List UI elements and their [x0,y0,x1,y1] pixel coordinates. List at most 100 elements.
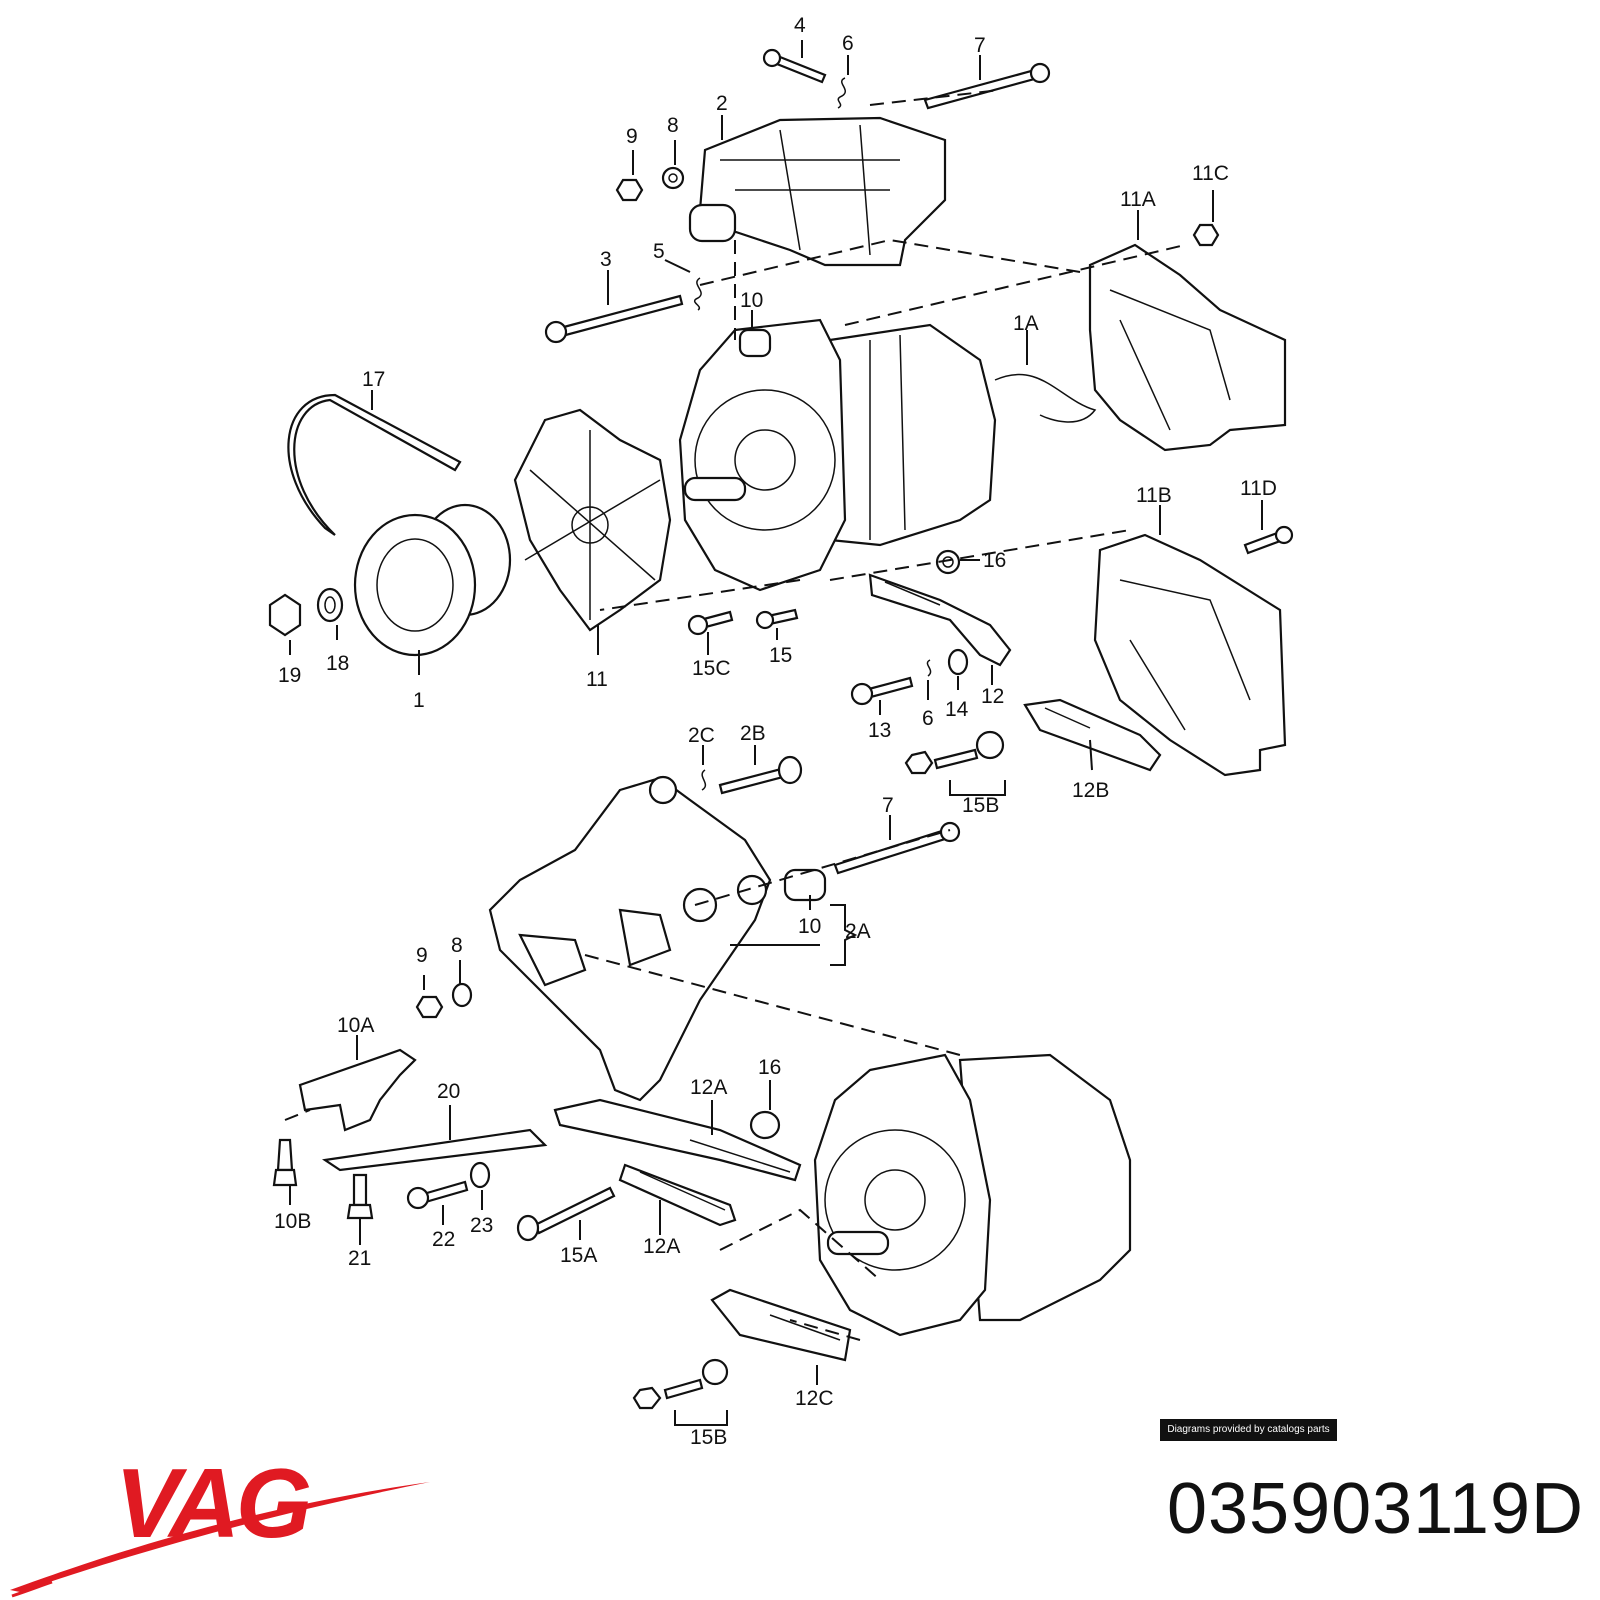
nut-16-lower [749,1110,781,1140]
label-2A: 2A [845,920,871,943]
part-number: 035903119D [1166,1469,1584,1549]
pulley-1 [353,503,512,657]
strap-20 [322,1128,548,1172]
label-19: 19 [278,664,301,687]
label-1: 1 [413,689,425,712]
label-22: 22 [432,1228,455,1251]
bolt-22 [406,1180,469,1210]
part-labels: 4 6 7 2 8 9 11C 11A 3 5 10 1A 17 11D 11B… [274,14,1277,1449]
bolt-13 [850,676,914,706]
label-9: 9 [626,125,638,148]
clip-5 [693,277,702,311]
assembly-lines [284,89,1186,1341]
label-20: 20 [437,1080,460,1103]
label-18: 18 [326,652,349,675]
label-2C: 2C [688,724,715,747]
heat-shield-11B [1093,533,1287,777]
nut-9-lower [415,995,444,1019]
label-11B: 11B [1136,484,1172,507]
washer-8-lower [451,982,473,1008]
bolt-15C [687,610,734,636]
label-3: 3 [600,248,612,271]
adjuster-15B-lower [632,1358,729,1410]
bracket-10A [298,1048,417,1132]
label-9-lower: 9 [416,944,428,967]
label-1A: 1A [1013,312,1039,335]
label-4: 4 [794,14,806,37]
label-10B: 10B [274,1210,311,1233]
label-8: 8 [667,114,679,137]
adjuster-15B-top [904,730,1005,775]
spacer-10-lower [783,868,827,902]
clip-2C [701,769,707,791]
label-15A: 15A [560,1244,597,1267]
label-17: 17 [362,368,385,391]
fan-11 [513,408,672,632]
heat-shield-11A [1088,243,1287,452]
label-12: 12 [981,685,1004,708]
label-2B: 2B [740,722,766,745]
label-10: 10 [740,289,763,312]
bracket-2A [488,775,772,1102]
bolt-11D [1243,525,1294,555]
clip-6-top [837,77,847,109]
alternator-lower [813,1053,1132,1337]
washer-14 [947,648,969,676]
label-12A-lower: 12A [643,1235,680,1258]
label-10-lower: 10 [798,915,821,938]
label-15B-lower: 15B [690,1426,727,1449]
label-12C: 12C [795,1387,834,1410]
label-15B-top: 15B [962,794,999,817]
label-13: 13 [868,719,891,742]
label-12A-top: 12A [690,1076,727,1099]
label-7-lower: 7 [882,794,894,817]
clip-6-mid [926,659,932,677]
bracket-12C [710,1288,852,1362]
nut-11C [1192,223,1220,247]
bracket-12B [1023,698,1162,772]
bracket-12 [868,573,1012,667]
washer-8-top [661,166,685,190]
bolt-15A [516,1186,616,1242]
label-8-lower: 8 [451,934,463,957]
label-6-mid: 6 [922,707,934,730]
label-15C: 15C [692,657,731,680]
bolt-4 [762,48,827,84]
bolt-10B [272,1138,298,1187]
label-15: 15 [769,644,792,667]
label-7: 7 [974,34,986,57]
washer-23 [469,1161,491,1189]
label-2: 2 [716,92,728,115]
bolt-21 [346,1173,374,1220]
label-10A: 10A [337,1014,374,1037]
label-5: 5 [653,240,665,263]
bolt-2B [718,755,803,795]
diagram-credit: Diagrams provided by catalogs parts [1160,1419,1337,1441]
bolt-7-lower [833,821,961,875]
label-6: 6 [842,32,854,55]
label-14: 14 [945,698,969,721]
bracket-12A [553,1098,802,1227]
label-16: 16 [983,549,1006,572]
vag-logo: VAG [10,1448,430,1598]
bolt-15 [755,608,799,630]
vag-logo-text: VAG [115,1448,310,1558]
belt-17 [287,393,462,536]
bolt-3 [544,294,684,344]
leader-lines [289,40,1263,1426]
washer-18 [316,587,344,623]
label-11D: 11D [1240,477,1277,500]
label-11C: 11C [1192,162,1229,185]
wire-1A [994,373,1097,423]
bracket-2 [688,116,947,267]
label-16-lower: 16 [758,1056,781,1079]
label-11A: 11A [1120,188,1156,211]
label-12B: 12B [1072,779,1109,802]
nut-9-top [615,178,644,202]
label-23: 23 [470,1214,493,1237]
label-21: 21 [348,1247,371,1270]
bolt-7-top [923,62,1051,110]
alternator-upper [678,318,997,592]
label-11: 11 [586,668,608,691]
